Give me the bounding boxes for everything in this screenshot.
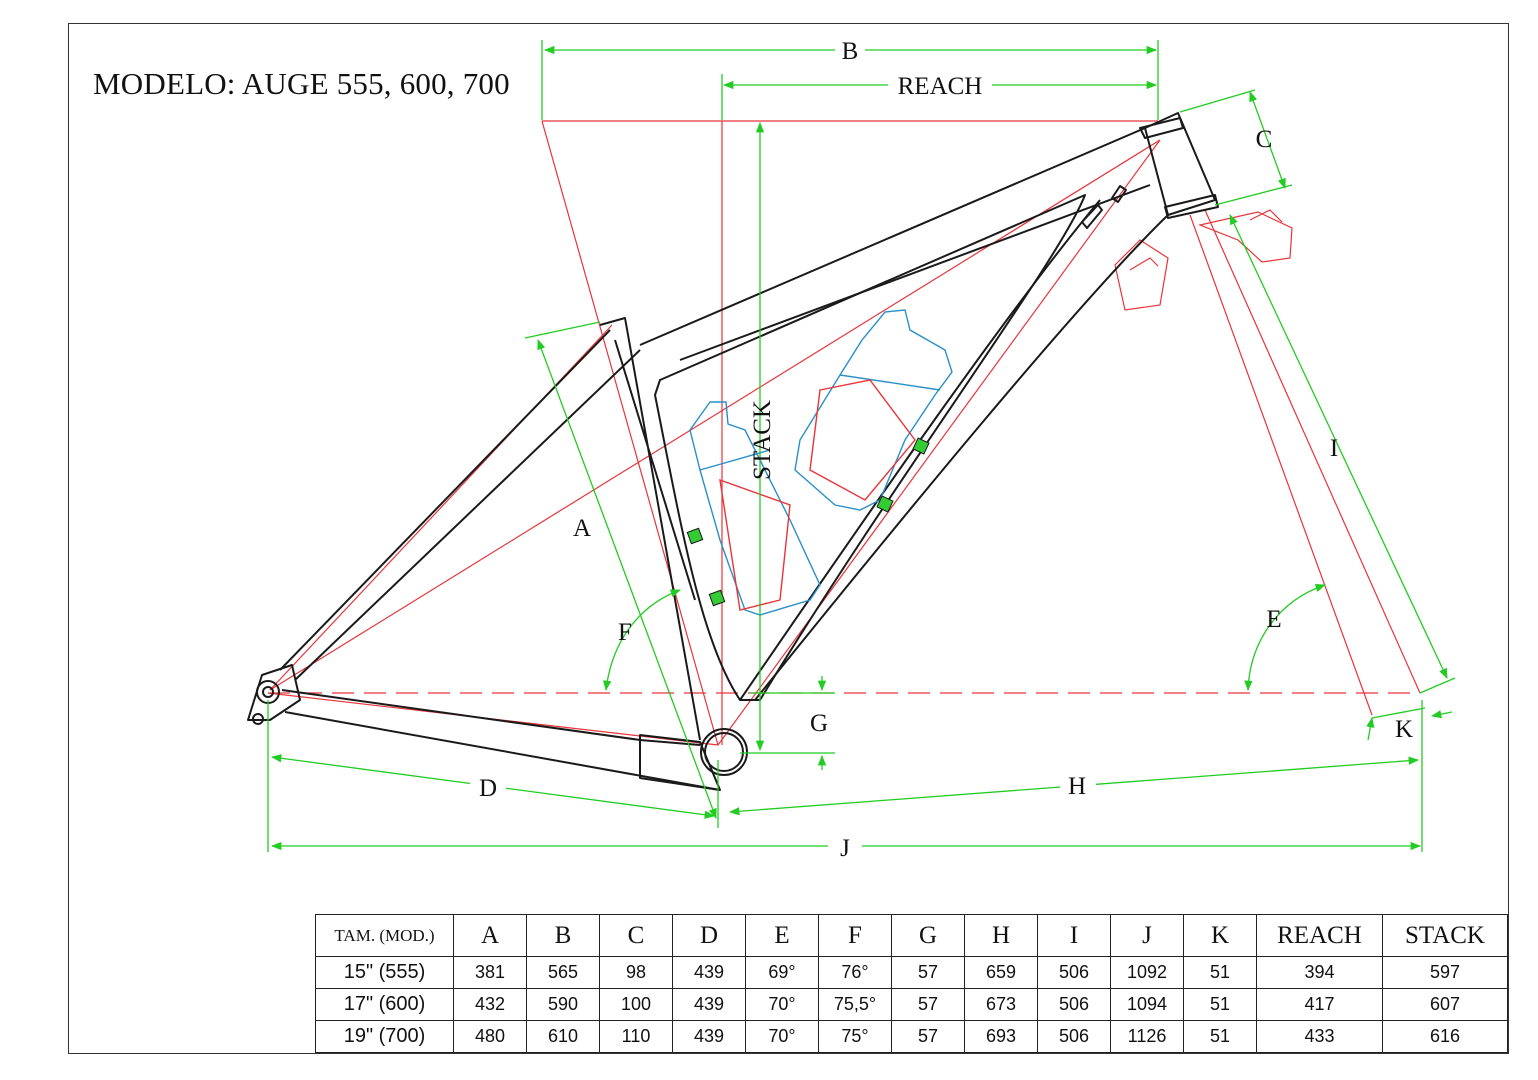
header-cell: K — [1183, 914, 1257, 957]
dim-i-line — [1229, 214, 1448, 679]
header-cell: H — [964, 914, 1038, 957]
label-reach: REACH — [898, 73, 983, 100]
table-cell: 439 — [672, 956, 746, 989]
label-j: J — [840, 835, 850, 862]
table-cell: 76° — [818, 956, 892, 989]
table-cell: 17" (600) — [315, 988, 454, 1021]
header-cell: I — [1037, 914, 1111, 957]
table-cell: 480 — [453, 1020, 527, 1053]
table-cell: 69° — [745, 956, 819, 989]
table-cell: 98 — [599, 956, 673, 989]
table-cell: 439 — [672, 988, 746, 1021]
table-cell: 1094 — [1110, 988, 1184, 1021]
head-tube — [1144, 112, 1216, 216]
header-cell: TAM. (MOD.) — [315, 914, 454, 957]
top-tube — [639, 127, 1151, 361]
down-tube — [739, 199, 1169, 701]
table-cell: 433 — [1256, 1020, 1383, 1053]
table-cell: 381 — [453, 956, 527, 989]
table-cell: 51 — [1183, 988, 1257, 1021]
table-cell: 57 — [891, 1020, 965, 1053]
header-cell: B — [526, 914, 600, 957]
table-cell: 432 — [453, 988, 527, 1021]
table-row: 15" (555) 381 565 98 439 69° 76° 57 659 … — [315, 956, 1508, 989]
label-e: E — [1266, 606, 1281, 633]
table-cell: 659 — [964, 956, 1038, 989]
label-d: D — [479, 775, 497, 802]
seat-stay — [279, 329, 641, 681]
label-b: B — [842, 38, 859, 65]
dim-c-line — [1249, 91, 1286, 189]
header-cell: G — [891, 914, 965, 957]
bike-frame — [247, 112, 1219, 791]
table-cell: 57 — [891, 988, 965, 1021]
header-cell: D — [672, 914, 746, 957]
table-cell: 693 — [964, 1020, 1038, 1053]
header-cell: STACK — [1382, 914, 1508, 957]
table-cell: 1126 — [1110, 1020, 1184, 1053]
geometry-table: TAM. (MOD.) A B C D E F G H I J K REACH … — [315, 914, 1508, 1053]
table-cell: 75,5° — [818, 988, 892, 1021]
label-a: A — [573, 515, 591, 542]
table-cell: 590 — [526, 988, 600, 1021]
table-cell: 70° — [745, 1020, 819, 1053]
front-triangle-inner — [654, 194, 1086, 701]
table-cell: 673 — [964, 988, 1038, 1021]
table-cell: 100 — [599, 988, 673, 1021]
label-k: K — [1395, 716, 1413, 743]
dim-e-arc — [1244, 584, 1326, 692]
dim-a-line — [537, 339, 717, 819]
dimension-lines — [267, 40, 1456, 852]
table-cell: 57 — [891, 956, 965, 989]
table-cell: 439 — [672, 1020, 746, 1053]
table-cell: 506 — [1037, 1020, 1111, 1053]
table-cell: 394 — [1256, 956, 1383, 989]
label-i: I — [1330, 435, 1338, 462]
table-cell: 506 — [1037, 988, 1111, 1021]
table-header-row: TAM. (MOD.) A B C D E F G H I J K REACH … — [315, 914, 1508, 957]
model-title: MODELO: AUGE 555, 600, 700 — [93, 66, 510, 101]
dimension-labels: B REACH STACK C A I F E G K D H J — [479, 38, 1413, 862]
table-cell: 51 — [1183, 956, 1257, 989]
table-cell: 506 — [1037, 956, 1111, 989]
table-cell: 607 — [1382, 988, 1508, 1021]
header-cell: REACH — [1256, 914, 1383, 957]
dim-f-arc — [602, 589, 681, 692]
table-cell: 597 — [1382, 956, 1508, 989]
table-cell: 70° — [745, 988, 819, 1021]
table-cell: 1092 — [1110, 956, 1184, 989]
table-cell: 19" (700) — [315, 1020, 454, 1053]
label-stack: STACK — [749, 400, 776, 480]
table-row: 17" (600) 432 590 100 439 70° 75,5° 57 6… — [315, 988, 1508, 1021]
header-cell: J — [1110, 914, 1184, 957]
table-cell: 417 — [1256, 988, 1383, 1021]
label-h: H — [1068, 773, 1086, 800]
table-row: 19" (700) 480 610 110 439 70° 75° 57 693… — [315, 1020, 1508, 1053]
table-cell: 51 — [1183, 1020, 1257, 1053]
label-c: C — [1256, 126, 1273, 153]
table-cell: 610 — [526, 1020, 600, 1053]
label-f: F — [618, 619, 632, 646]
table-cell: 110 — [599, 1020, 673, 1053]
header-cell: C — [599, 914, 673, 957]
table-cell: 565 — [526, 956, 600, 989]
dim-k-line — [1366, 716, 1375, 741]
table-cell: 15" (555) — [315, 956, 454, 989]
table-cell: 75° — [818, 1020, 892, 1053]
table-cell: 616 — [1382, 1020, 1508, 1053]
header-cell: E — [745, 914, 819, 957]
dropout — [247, 664, 301, 721]
header-cell: F — [818, 914, 892, 957]
label-g: G — [810, 710, 828, 737]
header-cell: A — [453, 914, 527, 957]
reference-lines — [267, 120, 1421, 746]
